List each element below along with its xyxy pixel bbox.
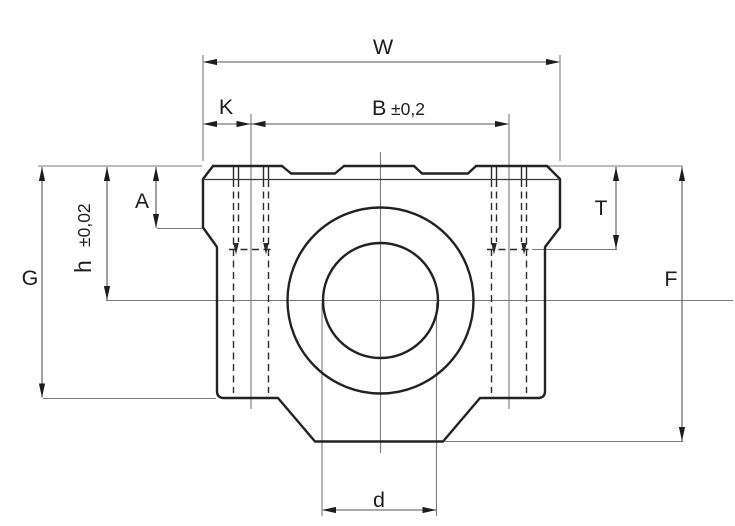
arrow-W-left: [203, 58, 217, 66]
arrow-K-left: [203, 120, 217, 128]
arrow-W-right: [546, 58, 560, 66]
dim-label-F: F: [664, 267, 677, 291]
dimension-arrows: [38, 58, 686, 514]
drill-point: [521, 243, 527, 255]
arrow-h-bottom: [103, 286, 111, 300]
dimension-labels: W K B ±0,2 A h ±0,02 G T F d: [22, 35, 678, 512]
dim-tolerance-h: ±0,02: [74, 203, 94, 247]
arrow-T-bottom: [612, 235, 620, 249]
top-notch-right: [412, 164, 478, 175]
arrow-A-top: [152, 167, 160, 181]
arrow-F-bottom: [678, 427, 686, 441]
arrow-G-top: [38, 167, 46, 181]
housing-outer-circle: [286, 206, 475, 395]
dim-label-G: G: [22, 266, 39, 290]
top-notch-left: [280, 164, 346, 175]
dim-label-h: h: [70, 260, 96, 273]
arrow-d-right: [422, 506, 437, 514]
dim-label-h-group: h ±0,02: [70, 203, 96, 273]
dim-label-W: W: [373, 35, 394, 59]
dim-label-d: d: [373, 488, 385, 512]
arrow-B-left: [251, 120, 266, 128]
arrow-B-right: [495, 120, 509, 128]
bore-inner-circle: [321, 241, 440, 360]
arrow-K-right: [236, 120, 251, 128]
dim-tolerance-B: ±0,2: [391, 99, 425, 119]
arrow-A-bottom: [152, 214, 160, 228]
drill-point: [263, 243, 269, 255]
dim-label-A: A: [135, 190, 149, 213]
drill-point: [491, 243, 497, 255]
dim-label-B: B: [372, 96, 386, 120]
left-mounting-hole: [229, 167, 273, 393]
arrow-T-top: [612, 167, 620, 181]
right-mounting-hole: [487, 167, 531, 393]
part-geometry: [201, 164, 562, 443]
dim-label-T: T: [595, 197, 608, 220]
drill-point: [233, 243, 239, 255]
arrow-G-bottom: [38, 383, 46, 398]
arrow-h-top: [103, 167, 111, 181]
arrow-F-top: [678, 167, 686, 181]
part-outline: [201, 164, 562, 443]
dim-label-K: K: [219, 95, 234, 119]
dimension-lines: [41, 61, 683, 511]
arrow-d-left: [322, 506, 336, 514]
